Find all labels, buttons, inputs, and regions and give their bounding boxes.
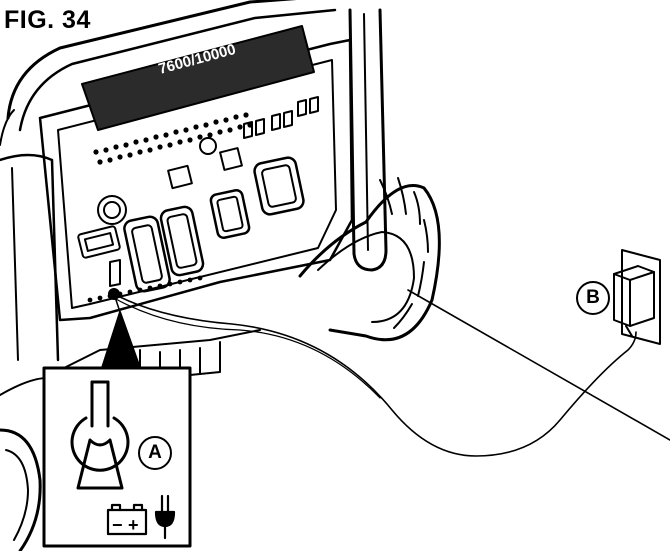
ac-outlet <box>123 215 171 293</box>
wheel <box>298 177 441 342</box>
lcd-display <box>77 225 121 259</box>
circuit-breakers <box>243 96 319 139</box>
start-switch <box>97 195 127 225</box>
wall-outlet <box>621 249 661 345</box>
battery-charger <box>613 249 661 345</box>
charge-port-inset: − + <box>42 293 192 548</box>
control-panel: 7600/10000 <box>38 25 354 322</box>
callout-a: A <box>138 436 172 470</box>
battery-plug-icon <box>106 494 176 540</box>
inset-pointer <box>101 311 141 369</box>
battery-minus-label: − <box>112 515 123 535</box>
vent-dots <box>87 112 253 303</box>
figure-label: FIG. 34 <box>4 6 91 34</box>
ac-outlet <box>209 189 251 239</box>
charge-port-plug-icon <box>70 380 130 490</box>
ac-outlet <box>253 156 305 216</box>
charger-cable <box>113 293 637 457</box>
model-badge <box>81 25 315 131</box>
generator-body <box>0 0 337 551</box>
callout-b: B <box>576 281 610 315</box>
floor-line <box>407 289 670 441</box>
frame-leg <box>348 8 388 272</box>
battery-plus-label: + <box>128 515 139 535</box>
ac-outlet <box>159 205 205 277</box>
